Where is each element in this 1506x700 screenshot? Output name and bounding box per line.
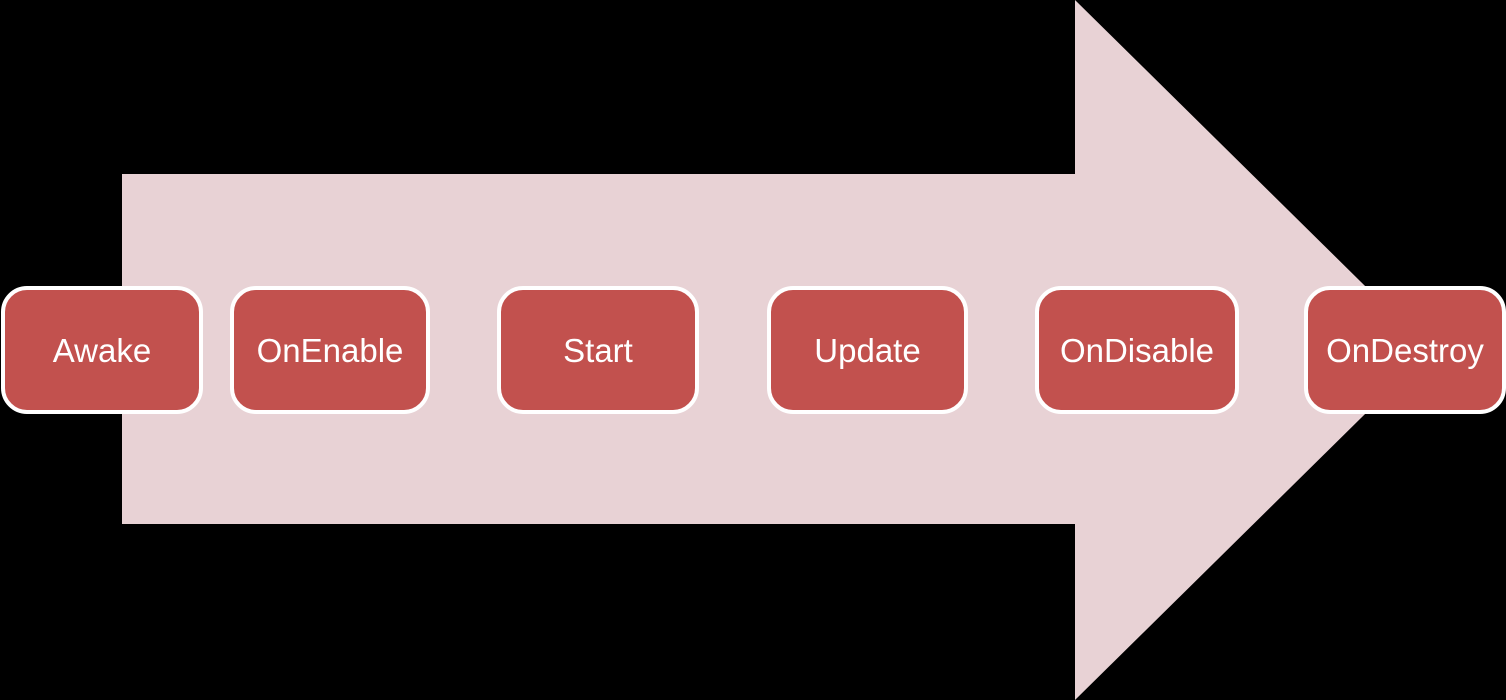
step-box-awake: Awake xyxy=(1,286,203,414)
step-box-ondisable: OnDisable xyxy=(1035,286,1239,414)
step-label-start: Start xyxy=(563,331,633,369)
step-label-onenable: OnEnable xyxy=(256,331,404,369)
step-box-update: Update xyxy=(767,286,968,414)
step-box-ondestroy: OnDestroy xyxy=(1304,286,1506,414)
step-label-ondestroy: OnDestroy xyxy=(1326,331,1484,369)
step-box-onenable: OnEnable xyxy=(230,286,430,414)
step-box-start: Start xyxy=(497,286,699,414)
step-label-ondisable: OnDisable xyxy=(1059,331,1215,369)
step-label-awake: Awake xyxy=(52,331,152,369)
step-label-update: Update xyxy=(814,331,921,369)
